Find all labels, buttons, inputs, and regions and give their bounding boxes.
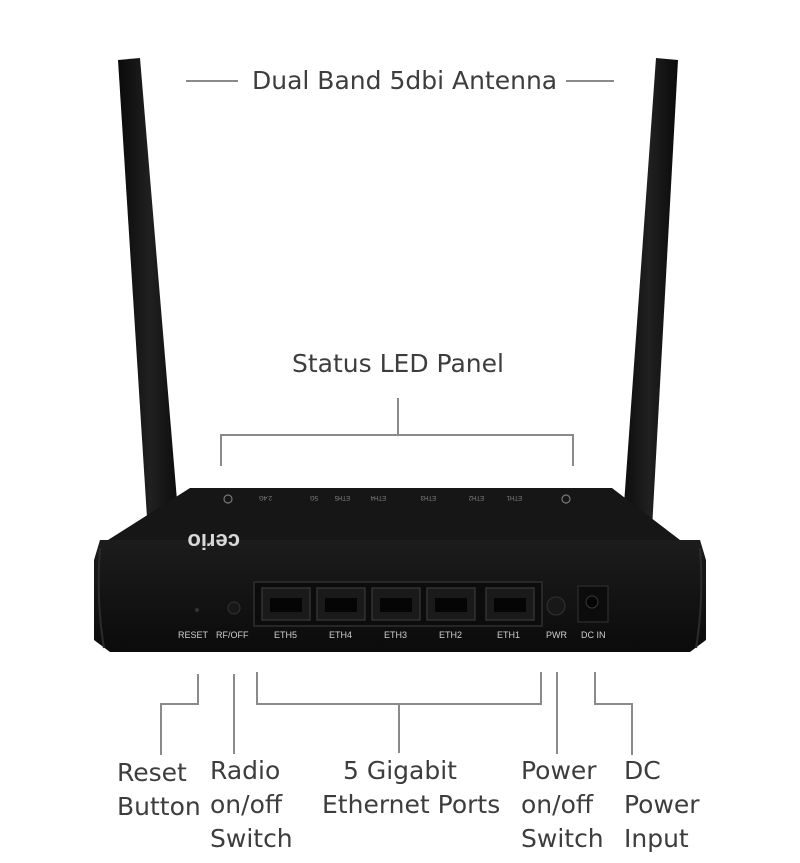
reset-hole <box>195 608 199 612</box>
power-led-icon <box>223 494 233 504</box>
status-led-bracket-left <box>220 434 222 466</box>
ethernet-callout-line-1: 5 Gigabit <box>343 756 457 785</box>
ethernet-bracket-right <box>540 672 542 705</box>
radio-callout-line-3: Switch <box>210 824 293 853</box>
radio-leader <box>233 674 235 754</box>
power-callout: Power on/off Switch <box>521 754 604 856</box>
dc-jack <box>585 595 599 609</box>
power-callout-line-2: on/off <box>521 790 594 819</box>
antenna-label: Dual Band 5dbi Antenna <box>252 66 558 95</box>
left-antenna <box>118 58 182 565</box>
reset-leader-vertical-bottom <box>160 703 162 755</box>
right-antenna <box>620 58 678 565</box>
radio-callout-line-2: on/off <box>210 790 283 819</box>
power-switch <box>546 596 566 616</box>
dc-jack-housing <box>577 585 609 623</box>
power-callout-line-1: Power <box>521 756 597 785</box>
status-led-icon <box>561 494 571 504</box>
ethernet-bracket-left <box>256 672 258 705</box>
reset-leader-horizontal <box>160 703 199 705</box>
dc-callout: DC Power Input <box>624 754 700 856</box>
radio-callout: Radio on/off Switch <box>210 754 293 856</box>
status-led-bracket-stem <box>397 398 399 434</box>
dc-leader-vertical-bottom <box>631 703 633 755</box>
status-led-bracket-right <box>572 434 574 466</box>
dc-callout-line-3: Input <box>624 824 689 853</box>
power-leader <box>556 672 558 754</box>
reset-callout-line-1: Reset <box>117 758 187 787</box>
dc-leader-vertical-top <box>594 672 596 705</box>
reset-callout-line-2: Button <box>117 792 201 821</box>
antenna-leader-left <box>186 80 238 82</box>
dc-callout-line-2: Power <box>624 790 700 819</box>
radio-callout-line-1: Radio <box>210 756 281 785</box>
ethernet-callout: 5 Gigabit Ethernet Ports <box>322 754 501 822</box>
status-led-bracket-bar <box>220 434 574 436</box>
ethernet-callout-line-2: Ethernet Ports <box>322 790 501 819</box>
reset-leader-vertical-top <box>197 674 199 704</box>
top-panel <box>108 488 680 540</box>
antenna-leader-right <box>566 80 614 82</box>
dc-callout-line-1: DC <box>624 756 661 785</box>
ethernet-bracket-stem <box>398 703 400 753</box>
status-led-label: Status LED Panel <box>292 349 504 378</box>
power-callout-line-3: Switch <box>521 824 604 853</box>
rf-switch <box>227 601 241 615</box>
dc-leader-horizontal <box>594 703 633 705</box>
reset-callout: Reset Button <box>117 756 201 824</box>
